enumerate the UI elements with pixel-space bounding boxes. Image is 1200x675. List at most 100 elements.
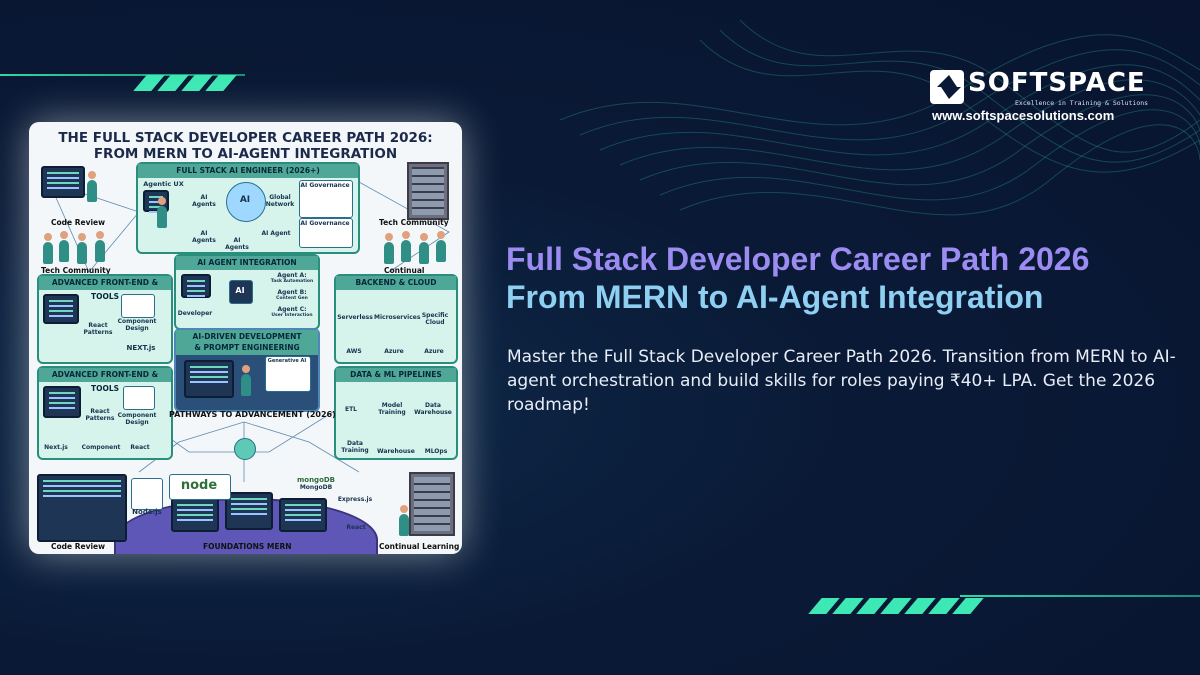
react-label-2: React [130,444,150,451]
accent-line-bottom [960,595,1200,597]
mongodb-label: MongoDB [299,484,333,491]
data-warehouse-label: Data Warehouse [414,402,452,416]
headline-line-1: Full Stack Developer Career Path 2026 [506,241,1090,277]
ai-agent-label: AI Agent [261,230,291,237]
brand-url[interactable]: www.softspacesolutions.com [932,108,1115,123]
component-design-label-2: Component Design [117,412,157,426]
agent-ai-chip [229,280,253,304]
nodejs-label: Node.js [132,508,162,516]
developer-figure-top [157,197,167,228]
ai-driven-heading-line-2: & PROMPT ENGINEERING [194,343,300,352]
mongodb-logo: mongoDB [296,476,336,484]
tech-community-person-4 [95,231,105,262]
mlops-label: MLOps [424,448,448,455]
ai-agents-label-1: AI Agents [192,194,216,208]
career-path-infographic: THE FULL STACK DEVELOPER CAREER PATH 202… [29,122,462,554]
nextjs-label-2: Next.js [44,444,68,451]
backend-cloud-panel: BACKEND & CLOUD [334,274,458,364]
generative-ai-card [265,356,311,392]
frontend-heading-2: ADVANCED FRONT-END & TOOLS [39,368,171,393]
tech-community-person-2 [59,231,69,262]
ai-governance-box-2 [299,218,353,248]
component-design-icon-2 [123,386,155,410]
tech-community-person-3 [77,233,87,264]
learner-person-bottom [399,505,409,536]
accent-stripes-bottom [808,598,984,614]
azure-label-1: Azure [384,348,404,355]
accent-stripes-top [133,75,237,91]
ai-engineer-heading: FULL STACK AI ENGINEER (2026+) [138,164,358,178]
agent-a-label: Agent A: [277,272,307,279]
foundation-monitor-center [225,492,273,530]
agent-c-label: Agent C: [277,306,307,313]
model-training-label: Model Training [378,402,406,416]
ai-agents-label-3: AI Agents [225,237,249,251]
frontend-monitor-1 [43,294,79,324]
ai-driven-monitor [184,360,234,398]
node-logo-box [169,474,231,500]
ai-agents-label-2: AI Agents [192,230,216,244]
frontend-monitor-2 [43,386,81,418]
react-patterns-label-1: React Patterns [83,322,113,336]
serverless-label: Serverless [337,314,373,321]
code-review-monitor-top [41,166,85,198]
data-training-label: Data Training [341,440,369,454]
azure-label-2: Azure [424,348,444,355]
code-review-person-top [87,171,97,202]
ai-governance-label-2: AI Governance [300,220,350,227]
softspace-logo-icon [930,70,964,104]
component-design-icon-1 [121,294,155,318]
warehouse-label: Warehouse [377,448,415,455]
foundations-label: FOUNDATIONS MERN [203,542,292,551]
agent-integration-heading: AI AGENT INTEGRATION [176,256,318,270]
frontend-heading-1: ADVANCED FRONT-END & TOOLS [39,276,171,301]
infographic-title: THE FULL STACK DEVELOPER CAREER PATH 202… [29,130,462,162]
brand-name: SOFTSPACE [968,68,1146,98]
agent-ai-chip-label: AI [235,286,245,295]
specific-cloud-label: Specific Cloud [421,312,449,326]
data-ml-heading: DATA & ML PIPELINES [336,368,456,382]
learner-person-4 [436,231,446,262]
agent-a-sub: Task Automation [270,279,314,284]
global-network-label: Global Network [265,194,295,208]
foundation-monitor-right [279,498,327,532]
backend-cloud-heading: BACKEND & CLOUD [336,276,456,290]
agent-c-sub: User Interaction [271,313,313,318]
pathway-hub [234,438,256,460]
etl-label: ETL [344,406,357,413]
ai-driven-heading: AI-DRIVEN DEVELOPMENT & PROMPT ENGINEERI… [176,330,318,355]
data-ml-panel: DATA & ML PIPELINES [334,366,458,460]
code-review-label-top: Code Review [51,218,106,227]
ai-driven-developer [241,365,251,396]
component-design-label-1: Component Design [117,318,157,332]
ai-governance-box-1 [299,180,353,218]
infographic-title-line-1: THE FULL STACK DEVELOPER CAREER PATH 202… [58,130,433,146]
nodejs-icon [131,478,163,510]
tech-community-label-right: Tech Community [379,218,449,227]
agentic-ux-label: Agentic UX [143,180,184,188]
generative-ai-label: Generative AI [267,358,307,364]
ai-driven-heading-line-1: AI-DRIVEN DEVELOPMENT [192,332,302,341]
node-logo: node [180,478,218,493]
pathways-label: PATHWAYS TO ADVANCEMENT (2026) [169,410,336,419]
foundation-monitor-left [171,498,219,532]
code-editor-monitor [37,474,127,542]
nextjs-logo-1: NEXT.js [126,344,156,352]
headline-line-2: From MERN to AI-Agent Integration [506,279,1044,315]
tech-community-label-left: Tech Community [41,266,111,275]
headline: Full Stack Developer Career Path 2026 Fr… [506,240,1196,316]
component-label-2: Component [81,444,121,451]
agent-b-label: Agent B: [277,289,307,296]
tech-community-person-1 [43,233,53,264]
bookshelf-top [407,162,449,220]
accent-line-top [0,74,245,76]
react-label-foundation: React [346,524,366,531]
code-review-label-bottom: Code Review [51,542,106,551]
agent-b-sub: Content Gen [276,296,308,301]
learner-person-1 [384,233,394,264]
microservices-label: Microservices [374,314,421,321]
learner-person-3 [419,233,429,264]
expressjs-label: Express.js [337,496,373,503]
agent-developer-label: Developer [177,310,213,317]
